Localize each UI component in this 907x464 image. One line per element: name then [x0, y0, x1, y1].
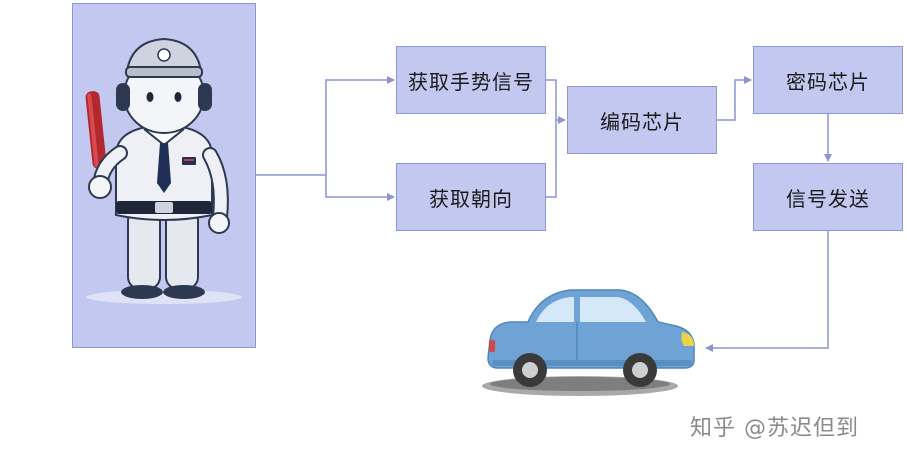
car-illustration	[482, 289, 695, 396]
connector-encoder-to-crypto	[717, 76, 752, 121]
signal-send-box: 信号发送	[753, 163, 903, 231]
connector-guard-to-gesture	[325, 76, 395, 175]
connector-send-to-car	[705, 231, 829, 352]
connector-orientation-to-encoder	[546, 120, 557, 198]
connector-guard-to-orientation	[325, 175, 395, 201]
watermark-text: 知乎 @苏迟但到	[690, 416, 859, 441]
traffic-police-illustration	[85, 37, 242, 304]
orientation-box: 获取朝向	[396, 163, 546, 231]
connector-gesture-to-encoder	[546, 79, 566, 124]
gesture-signal-box: 获取手势信号	[396, 46, 546, 114]
encoder-chip-box: 编码芯片	[567, 86, 717, 154]
crypto-chip-box: 密码芯片	[753, 46, 903, 114]
